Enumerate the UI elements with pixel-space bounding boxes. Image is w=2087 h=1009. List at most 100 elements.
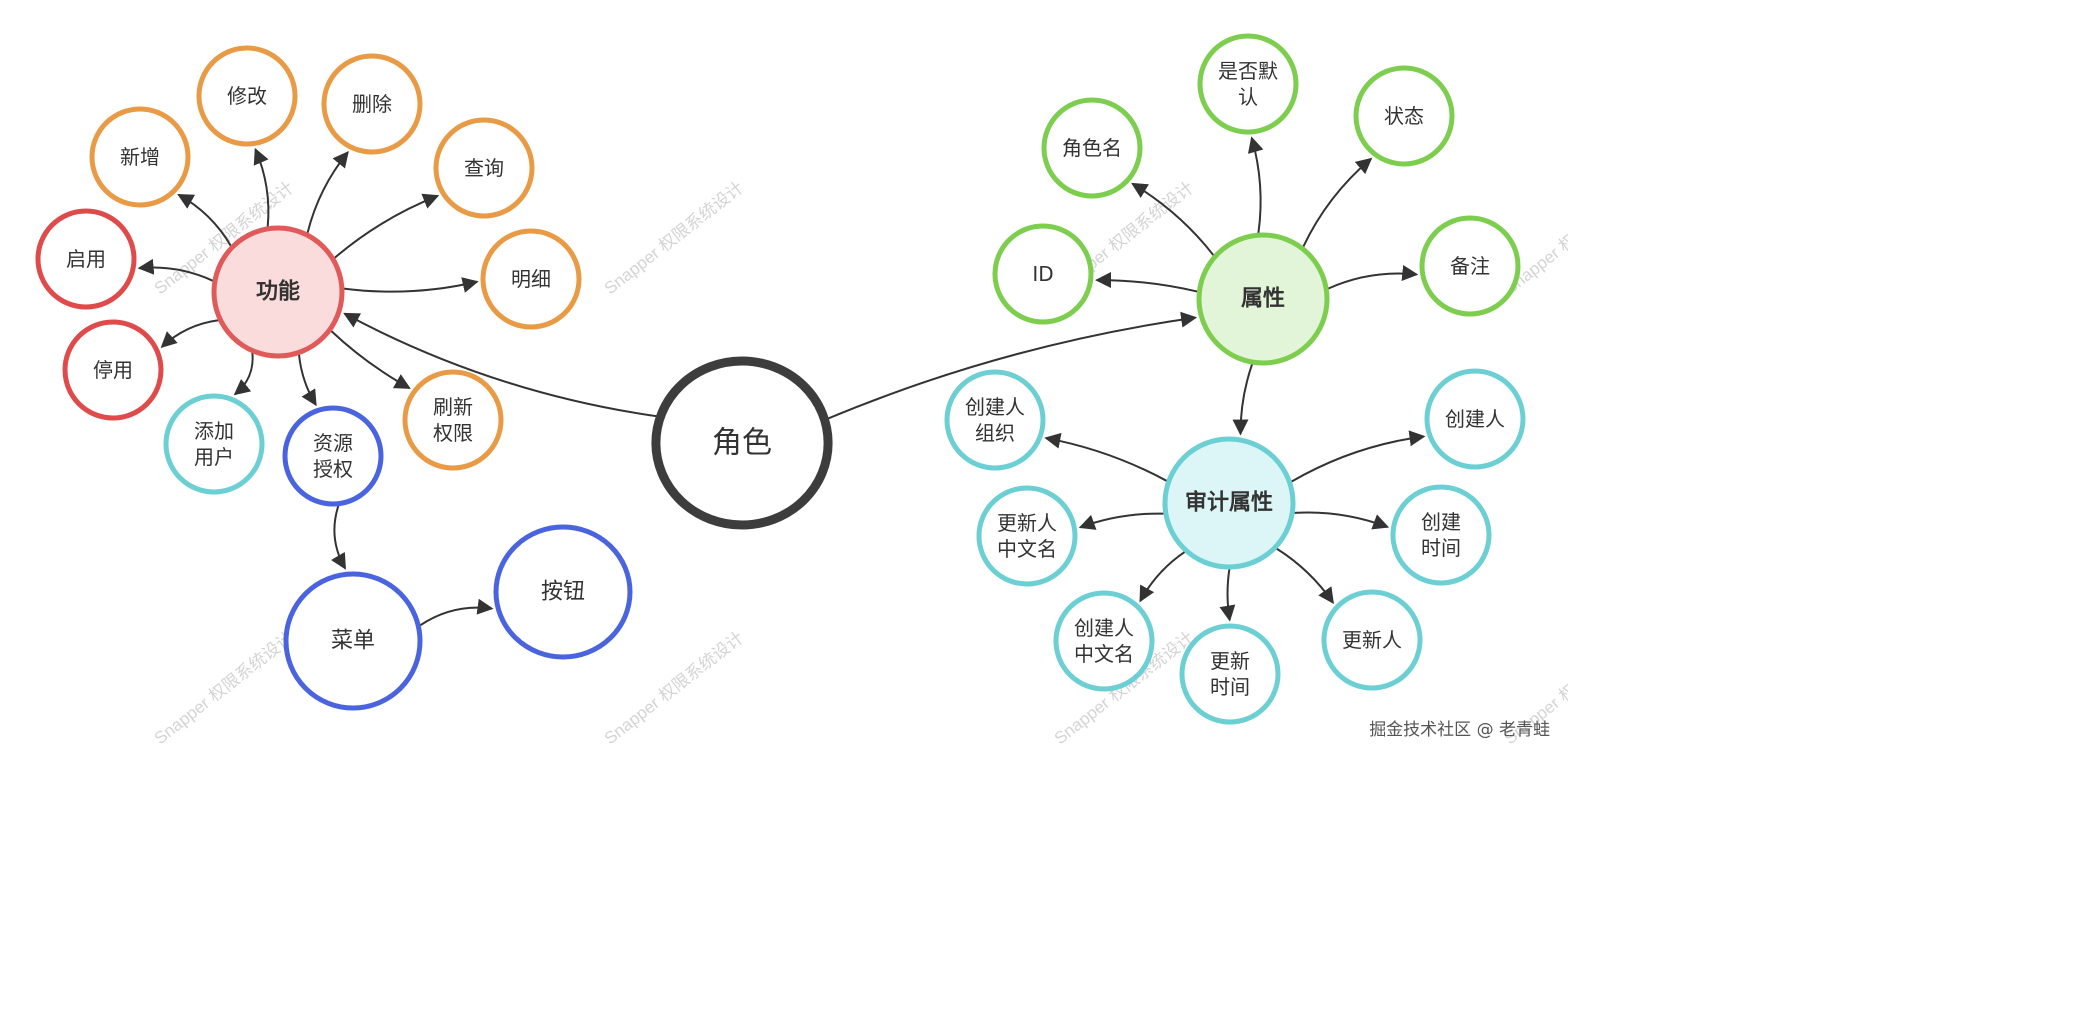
watermark-text: Snapper 权限系统设计: [151, 628, 297, 748]
edge-audit-to-updater-cn: [1078, 512, 1164, 530]
node-attributes[interactable]: 属性: [1196, 232, 1330, 366]
edge-attributes-to-is-default: [1247, 136, 1264, 234]
node-label: 查询: [464, 156, 504, 180]
node-circle: [992, 223, 1094, 325]
node-circle: [433, 117, 535, 219]
node-delete[interactable]: 删除: [321, 53, 423, 155]
node-edit[interactable]: 修改: [196, 45, 298, 147]
edge-attributes-to-remark: [1327, 265, 1419, 290]
node-circle: [211, 225, 345, 359]
edge-audit-to-create-time: [1294, 511, 1390, 530]
edge-audit-to-creator: [1290, 430, 1426, 483]
node-circle: [282, 405, 384, 507]
node-creator[interactable]: 创建人: [1424, 368, 1526, 470]
node-label: 资源: [313, 431, 353, 455]
node-button[interactable]: 按钮: [493, 524, 633, 660]
node-id[interactable]: ID: [992, 223, 1094, 325]
node-circle: [1041, 97, 1143, 199]
node-circle: [651, 356, 833, 530]
node-label: 按钮: [541, 580, 585, 605]
node-circle: [1053, 590, 1155, 692]
node-role-name[interactable]: 角色名: [1041, 97, 1143, 199]
edge-function-to-refresh-perm: [330, 330, 411, 389]
node-circle: [1419, 215, 1521, 317]
edge-function-to-query: [333, 193, 440, 259]
node-label: ID: [1032, 262, 1053, 286]
node-label: 组织: [975, 421, 1015, 445]
node-label: 中文名: [997, 537, 1057, 561]
node-label: 认: [1238, 85, 1258, 109]
node-label: 启用: [66, 247, 106, 271]
node-circle: [163, 393, 265, 495]
node-status[interactable]: 状态: [1353, 65, 1455, 167]
node-label: 中文名: [1074, 642, 1134, 666]
node-circle: [493, 524, 633, 660]
node-label: 授权: [313, 457, 353, 481]
node-circle: [321, 53, 423, 155]
node-remark[interactable]: 备注: [1419, 215, 1521, 317]
node-circle: [283, 571, 423, 711]
edge-attributes-to-audit: [1232, 363, 1254, 436]
edge-audit-to-update-time: [1219, 568, 1236, 622]
node-label: 审计属性: [1185, 490, 1273, 516]
edge-function-to-detail: [343, 277, 479, 293]
edge-center-to-attributes: [822, 311, 1198, 422]
node-circle: [1424, 368, 1526, 470]
node-label: 角色名: [1062, 136, 1122, 160]
node-label: 新增: [120, 145, 160, 169]
node-detail[interactable]: 明细: [480, 228, 582, 330]
node-label: 创建人: [1074, 616, 1134, 640]
node-circle: [944, 369, 1046, 471]
node-label: 是否默: [1218, 59, 1278, 83]
node-label: 更新人: [1342, 628, 1402, 652]
node-circle: [35, 208, 137, 310]
node-circle: [89, 106, 191, 208]
node-updater[interactable]: 更新人: [1321, 589, 1423, 691]
edge-function-to-disable: [160, 319, 219, 349]
node-label: 功能: [256, 279, 300, 305]
node-layer: 角色功能新增修改删除查询明细启用停用添加用户资源授权刷新权限菜单按钮属性角色名是…: [35, 33, 1526, 725]
edge-layer: [137, 136, 1426, 627]
node-disable[interactable]: 停用: [62, 319, 164, 421]
edge-resource-auth-to-menu: [331, 505, 347, 570]
edge-function-to-add-user: [233, 352, 254, 396]
edge-function-to-add: [177, 193, 232, 247]
node-audit[interactable]: 审计属性: [1162, 436, 1296, 570]
node-add[interactable]: 新增: [89, 106, 191, 208]
node-circle: [62, 319, 164, 421]
node-function[interactable]: 功能: [211, 225, 345, 359]
node-label: 用户: [194, 445, 234, 469]
edge-function-to-delete: [306, 151, 349, 234]
node-label: 时间: [1210, 675, 1250, 699]
node-label: 停用: [93, 358, 133, 382]
edge-attributes-to-status: [1302, 157, 1373, 248]
node-circle: [1162, 436, 1296, 570]
node-enable[interactable]: 启用: [35, 208, 137, 310]
node-label: 创建人: [1445, 407, 1505, 431]
node-circle: [480, 228, 582, 330]
node-label: 创建人: [965, 395, 1025, 419]
node-circle: [976, 485, 1078, 587]
node-center[interactable]: 角色: [651, 356, 833, 530]
node-circle: [1179, 623, 1281, 725]
node-label: 备注: [1450, 254, 1490, 278]
node-query[interactable]: 查询: [433, 117, 535, 219]
node-label: 角色: [712, 426, 772, 461]
node-label: 菜单: [331, 629, 375, 654]
node-label: 刷新: [433, 395, 473, 419]
node-circle: [1196, 232, 1330, 366]
node-circle: [1197, 33, 1299, 135]
node-circle: [1353, 65, 1455, 167]
node-menu[interactable]: 菜单: [283, 571, 423, 711]
watermark-text: Snapper 权限系统设计: [601, 628, 747, 748]
